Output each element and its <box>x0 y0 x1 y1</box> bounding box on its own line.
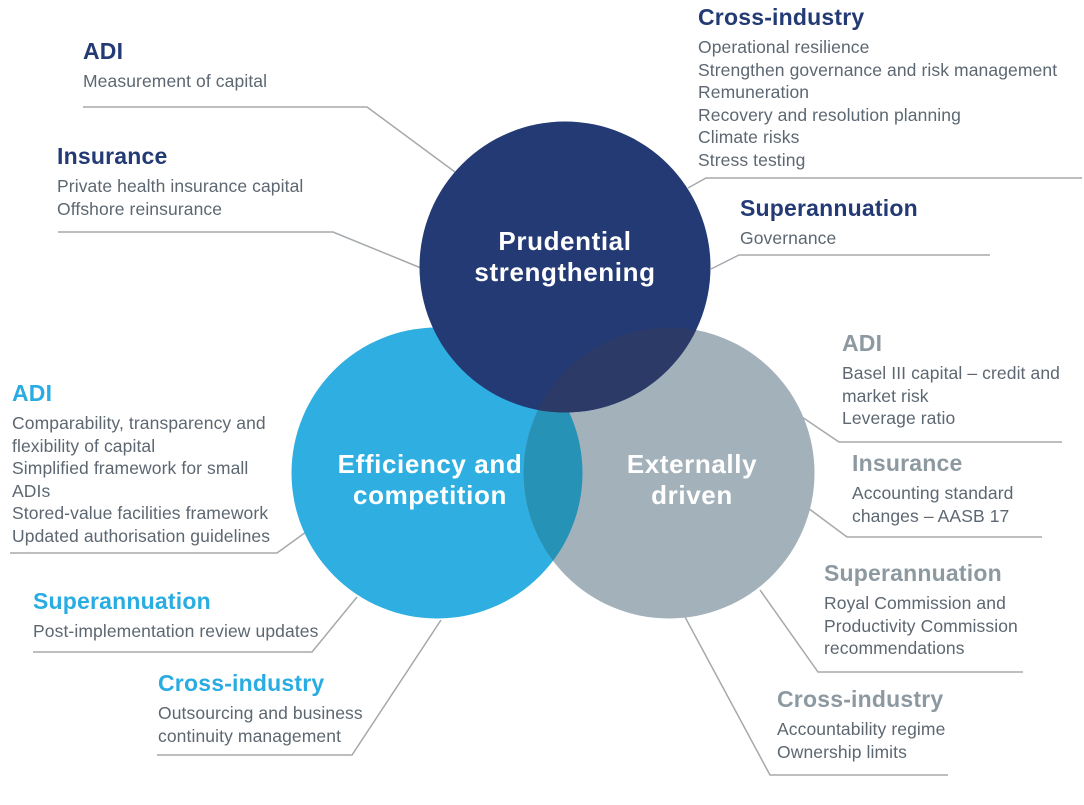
callout-heading: Insurance <box>57 143 168 169</box>
callout-prudential-cross-industry: Cross-industry Operational resilience St… <box>698 4 1057 171</box>
callout-heading: ADI <box>83 38 124 64</box>
callout-item: Post-implementation review updates <box>33 621 319 641</box>
callout-heading: ADI <box>842 330 883 356</box>
callout-heading: Superannuation <box>33 588 211 614</box>
label-line: Externally <box>626 449 758 479</box>
callout-heading: Cross-industry <box>777 686 944 712</box>
label-efficiency-and-competition: Efficiency and competition <box>280 449 580 511</box>
callout-item: Comparability, transparency and <box>12 413 266 433</box>
callout-item: Leverage ratio <box>842 408 956 428</box>
callout-item: recommendations <box>824 638 965 658</box>
callout-item: market risk <box>842 385 929 406</box>
leader-cross-industry-top-right <box>687 177 1082 189</box>
label-prudential-strengthening: Prudential strengthening <box>415 226 715 288</box>
callout-item: Accounting standard <box>852 483 1014 503</box>
callout-item: Outsourcing and business <box>158 703 363 723</box>
leader-insurance-top-left <box>58 231 422 269</box>
callout-heading: Cross-industry <box>698 4 865 30</box>
callout-external-adi: ADI Basel III capital – credit and marke… <box>842 330 1060 430</box>
callout-external-cross-industry: Cross-industry Accountability regime Own… <box>777 686 945 763</box>
callout-item: flexibility of capital <box>12 435 156 456</box>
callout-heading: Superannuation <box>824 560 1002 586</box>
callout-item: Offshore reinsurance <box>57 198 223 219</box>
callout-item: Private health insurance capital <box>57 176 304 196</box>
label-line: strengthening <box>474 257 656 287</box>
callout-item: Basel III capital – credit and <box>842 363 1060 383</box>
leader-superannuation-left <box>33 596 358 653</box>
callout-item: Remuneration <box>698 82 810 102</box>
leader-superannuation-top-right <box>710 254 990 270</box>
callout-item: Governance <box>740 228 837 248</box>
callout-item: Climate risks <box>698 127 800 147</box>
callout-item: Strengthen governance and risk managemen… <box>698 59 1058 80</box>
callout-efficiency-cross-industry: Cross-industry Outsourcing and business … <box>158 670 363 747</box>
callout-heading: Cross-industry <box>158 670 325 696</box>
callout-efficiency-superannuation: Superannuation Post-implementation revie… <box>33 588 319 643</box>
callout-item: Stress testing <box>698 149 806 170</box>
overlap-prudential-external <box>523 327 711 413</box>
callout-heading: ADI <box>12 380 53 406</box>
leader-adi-right <box>801 416 1062 443</box>
leader-cross-industry-bottom-left <box>157 619 442 756</box>
leader-insurance-right <box>807 507 1042 538</box>
callout-external-insurance: Insurance Accounting standard changes – … <box>852 450 1013 527</box>
callout-item: Measurement of capital <box>83 71 268 91</box>
label-externally-driven: Externally driven <box>542 449 842 511</box>
callout-item: Operational resilience <box>698 37 870 57</box>
leader-adi-top-left <box>83 106 456 173</box>
leader-lines <box>10 106 1082 776</box>
callout-item: Stored-value facilities framework <box>12 503 269 523</box>
callout-item: changes – AASB 17 <box>852 505 1010 526</box>
callout-item: Updated authorisation guidelines <box>12 525 271 546</box>
callout-item: Accountability regime <box>777 719 946 739</box>
callout-prudential-superannuation: Superannuation Governance <box>740 195 918 250</box>
callout-prudential-insurance: Insurance Private health insurance capit… <box>57 143 303 220</box>
leader-adi-left <box>10 531 307 554</box>
callout-prudential-adi: ADI Measurement of capital <box>83 38 267 93</box>
callout-item: Productivity Commission <box>824 615 1018 636</box>
callout-item: Ownership limits <box>777 741 907 762</box>
callout-item: Recovery and resolution planning <box>698 104 961 125</box>
leader-cross-industry-bottom-right <box>684 616 948 776</box>
callout-external-superannuation: Superannuation Royal Commission and Prod… <box>824 560 1018 660</box>
label-line: Efficiency and <box>337 449 523 479</box>
label-line: driven <box>651 480 733 510</box>
callout-heading: Superannuation <box>740 195 918 221</box>
callout-efficiency-adi: ADI Comparability, transparency and flex… <box>12 380 270 547</box>
label-line: Prudential <box>498 226 632 256</box>
label-line: competition <box>353 480 507 510</box>
callout-item: Simplified framework for small <box>12 458 249 478</box>
callout-heading: Insurance <box>852 450 963 476</box>
callout-item: Royal Commission and <box>824 593 1006 613</box>
callout-item: continuity management <box>158 725 342 746</box>
leader-superannuation-right <box>759 589 1023 673</box>
callout-item: ADIs <box>12 480 51 501</box>
